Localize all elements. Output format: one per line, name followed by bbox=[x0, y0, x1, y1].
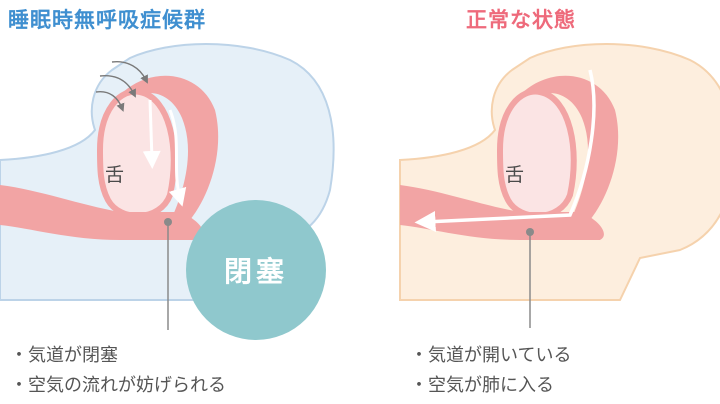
list-item: 気道が閉塞 bbox=[10, 341, 226, 371]
apnea-throat bbox=[0, 185, 204, 240]
blocked-airflow-arrow-icon bbox=[95, 61, 187, 207]
normal-throat bbox=[400, 185, 604, 240]
normal-notes: 気道が開いている 空気が肺に入る bbox=[410, 341, 571, 401]
list-item: 気道が開いている bbox=[410, 341, 571, 371]
apnea-notes: 気道が閉塞 空気の流れが妨げられる bbox=[10, 341, 226, 401]
normal-title: 正常な状態 bbox=[466, 8, 576, 32]
callout-dot bbox=[164, 218, 172, 226]
normal-head bbox=[399, 43, 720, 328]
apnea-tongue bbox=[96, 88, 177, 219]
airflow-arrow-icon bbox=[414, 69, 596, 232]
normal-tongue-label: 舌 bbox=[505, 164, 525, 186]
list-item: 空気の流れが妨げられる bbox=[10, 371, 226, 401]
apnea-tongue-label: 舌 bbox=[105, 164, 125, 186]
apnea-title: 睡眠時無呼吸症候群 bbox=[8, 8, 206, 32]
normal-tongue bbox=[496, 88, 577, 219]
badge-label: 閉塞 bbox=[223, 255, 288, 288]
apnea-palate bbox=[120, 75, 219, 222]
callout-dot bbox=[526, 228, 534, 236]
list-item: 空気が肺に入る bbox=[410, 371, 571, 401]
blockage-badge: 閉塞 bbox=[186, 200, 326, 340]
